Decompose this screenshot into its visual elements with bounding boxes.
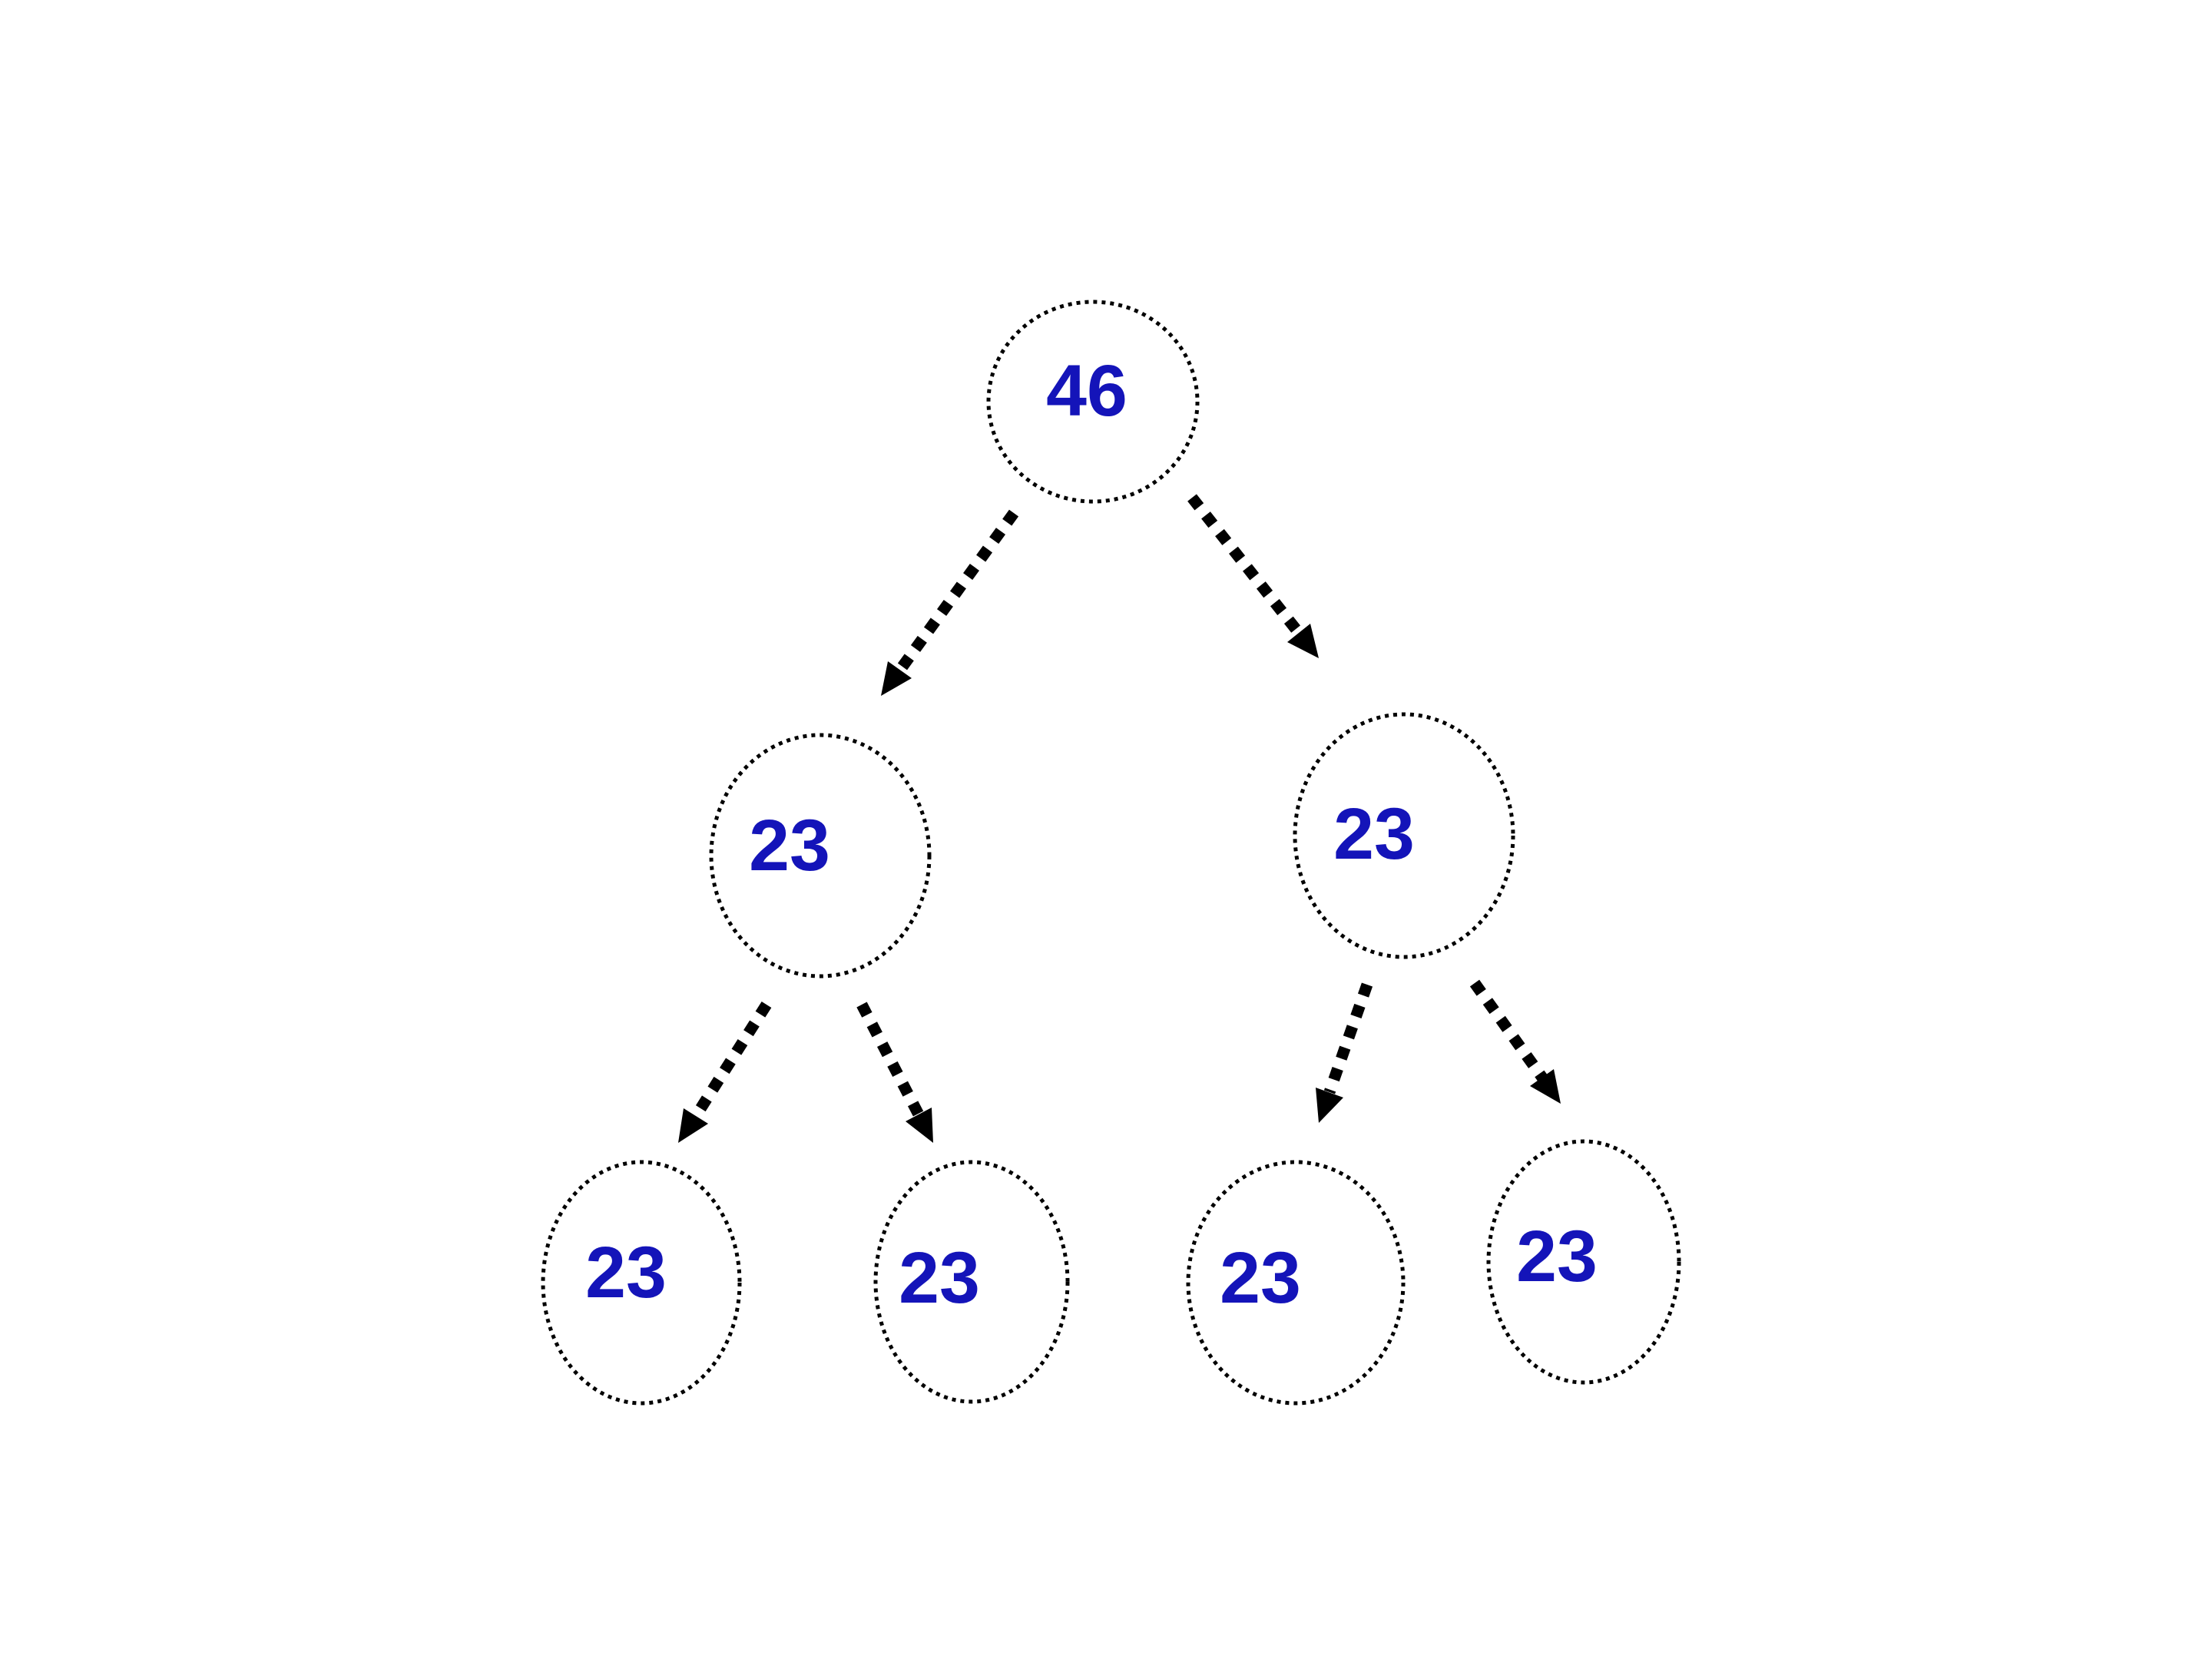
node-label: 23 <box>1516 1216 1598 1297</box>
tree-node-right: 23 <box>1293 712 1515 959</box>
edge-line <box>1323 982 1373 1094</box>
node-label: 46 <box>1046 350 1128 432</box>
node-circle <box>709 733 932 979</box>
node-circle <box>541 1160 742 1406</box>
node-label: 23 <box>585 1232 667 1313</box>
tree-node-right-right: 23 <box>1486 1139 1681 1385</box>
edge-line <box>690 1001 772 1120</box>
arrowhead-icon <box>1287 624 1319 658</box>
node-label: 23 <box>899 1237 980 1319</box>
edge-line <box>856 1002 924 1118</box>
tree-node-left: 23 <box>709 733 932 979</box>
node-circle <box>1293 712 1515 959</box>
tree-node-left-right: 23 <box>873 1160 1070 1404</box>
edge-left-leftleft <box>678 1001 772 1143</box>
arrowhead-icon <box>881 661 912 696</box>
node-circle <box>1486 1139 1681 1385</box>
arrowhead-icon <box>678 1108 708 1143</box>
node-label: 23 <box>1220 1237 1301 1319</box>
tree-node-root: 46 <box>986 300 1200 504</box>
edge-right-rightright <box>1469 979 1561 1104</box>
edge-root-left <box>881 509 1019 696</box>
edge-right-rightleft <box>1316 982 1373 1123</box>
node-label: 23 <box>1333 793 1415 875</box>
arrowhead-icon <box>906 1108 933 1143</box>
edge-left-leftright <box>856 1002 933 1143</box>
edge-line <box>1469 979 1548 1081</box>
node-label: 23 <box>749 805 830 886</box>
node-circle <box>1186 1160 1406 1406</box>
arrowhead-icon <box>1530 1069 1561 1104</box>
edge-root-right <box>1187 494 1319 658</box>
tree-node-right-left: 23 <box>1186 1160 1406 1406</box>
node-circle <box>873 1160 1070 1404</box>
edge-line <box>895 509 1019 674</box>
tree-node-left-left: 23 <box>541 1160 742 1406</box>
node-circle <box>986 300 1200 504</box>
edge-line <box>1187 494 1303 637</box>
arrowhead-icon <box>1316 1088 1343 1123</box>
